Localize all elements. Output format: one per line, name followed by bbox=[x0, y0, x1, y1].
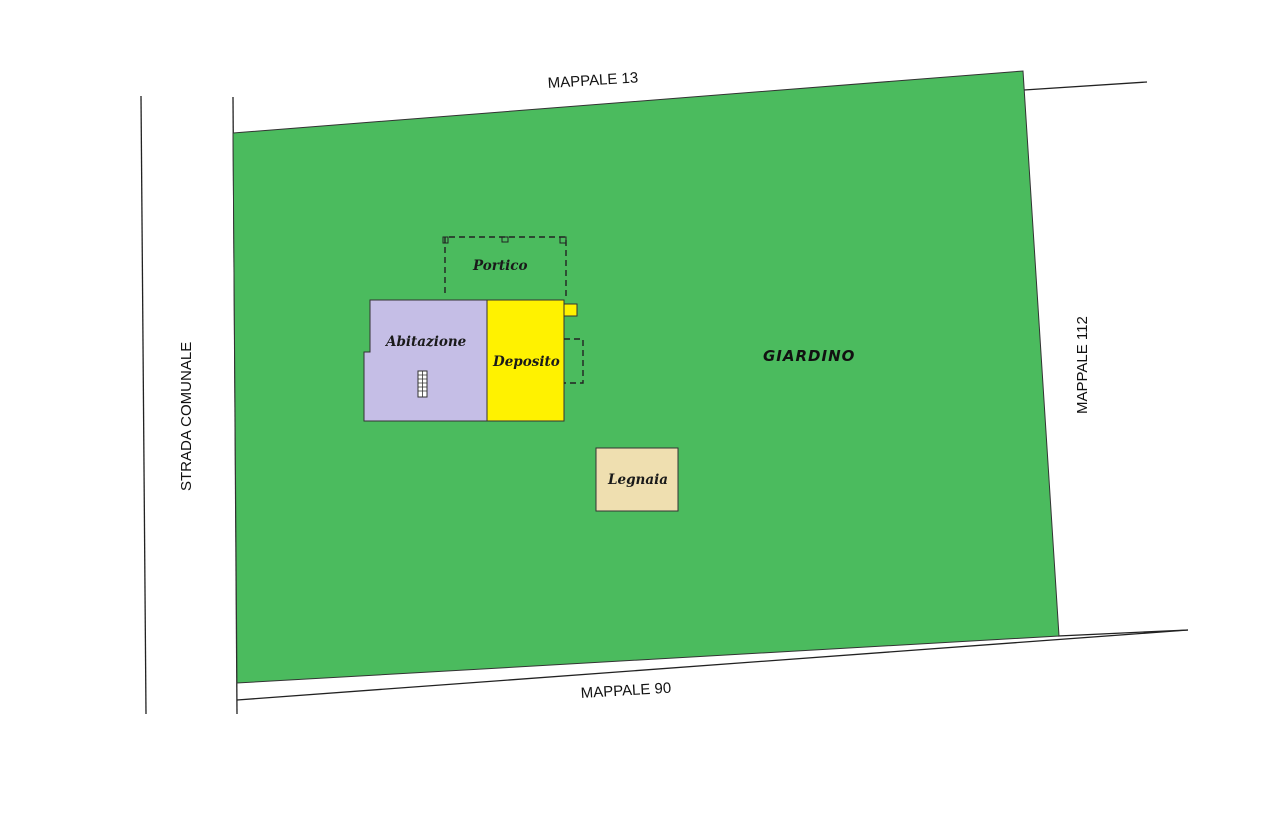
label-mappale-south: MAPPALE 90 bbox=[580, 680, 671, 702]
abitazione-building bbox=[363, 299, 488, 422]
garden-lot bbox=[232, 70, 1060, 684]
label-abitazione: Abitazione bbox=[384, 334, 467, 350]
deposito-chimney bbox=[563, 303, 578, 317]
label-legnaia: Legnaia bbox=[607, 472, 668, 488]
deposito-canopy-outline bbox=[564, 338, 584, 384]
boundary-line-north-east bbox=[1023, 81, 1148, 91]
label-giardino: GIARDINO bbox=[763, 347, 855, 365]
label-mappale-east: MAPPALE 112 bbox=[1074, 316, 1091, 414]
label-portico: Portico bbox=[472, 258, 528, 274]
portico-post-marks bbox=[442, 236, 567, 244]
legnaia-building bbox=[595, 447, 679, 512]
stair-icon bbox=[417, 370, 428, 398]
label-strada-comunale: STRADA COMUNALE bbox=[178, 342, 195, 491]
deposito-building bbox=[486, 299, 565, 422]
label-mappale-north: MAPPALE 13 bbox=[547, 69, 638, 92]
boundary-line-south bbox=[236, 629, 1189, 701]
street-left-edge bbox=[140, 95, 147, 715]
label-deposito: Deposito bbox=[492, 354, 560, 370]
